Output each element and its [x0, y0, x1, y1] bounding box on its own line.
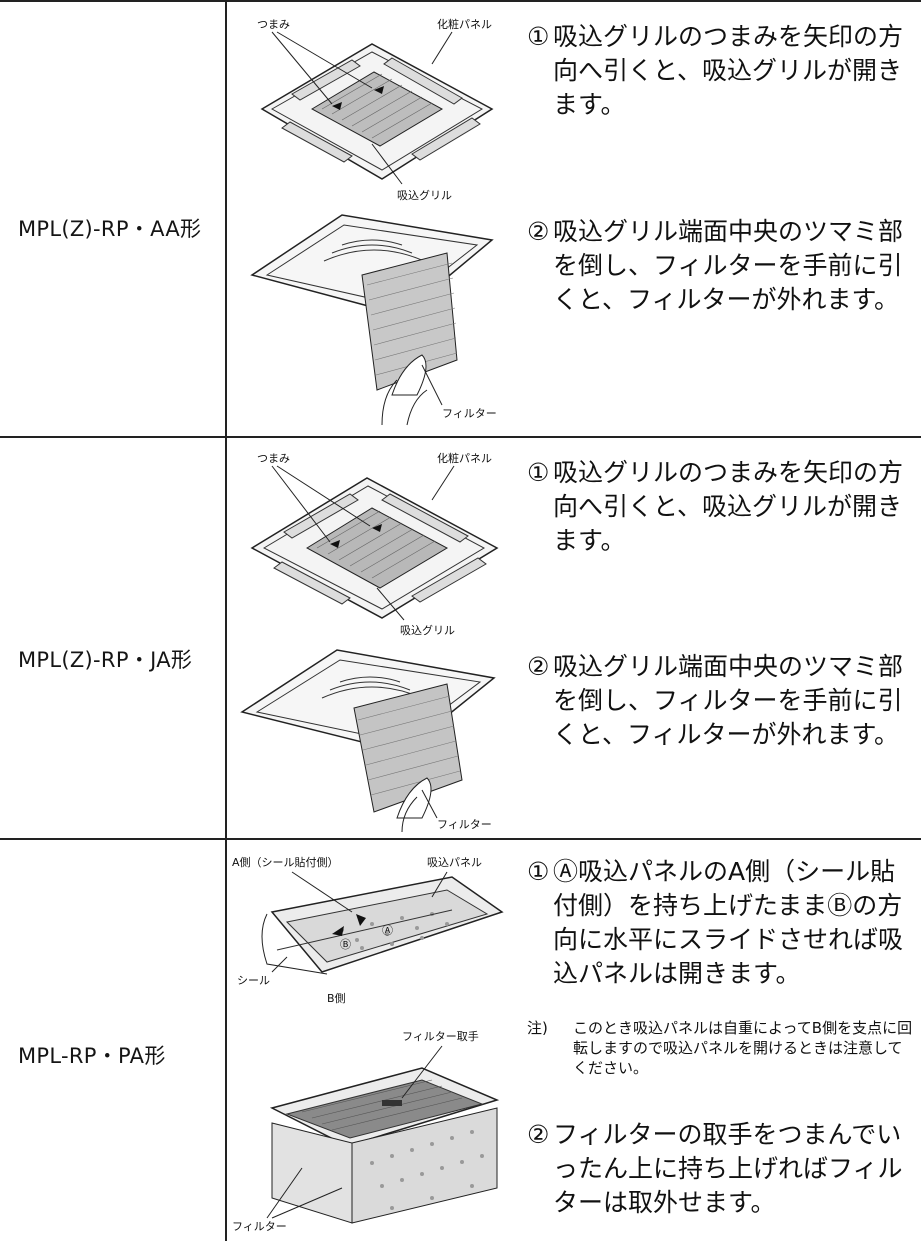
label-suction-grille: 吸込グリル	[397, 188, 452, 202]
model-label-pa: MPL-RP・PA形	[18, 1044, 166, 1068]
step-text: 吸込グリルのつまみを矢印の方向へ引くと、吸込グリルが開きます。	[553, 458, 904, 555]
label-suction-grille: 吸込グリル	[400, 623, 455, 637]
label-side-a: A側（シール貼付側）	[232, 855, 339, 869]
label-seal: シール	[237, 974, 270, 987]
model-label-ja: MPL(Z)-RP・JA形	[18, 648, 193, 672]
row-divider-2	[0, 838, 921, 840]
column-divider	[225, 0, 227, 1241]
label-knob: つまみ	[257, 18, 290, 31]
step-text: 吸込グリル端面中央のツマミ部を倒し、フィルターを手前に引くと、フィルターが外れま…	[553, 217, 904, 314]
step-2-pa: ② フィルターの取手をつまんでいったん上に持ち上げればフィルターは取外せます。	[527, 1118, 917, 1220]
step-1-ja: ① 吸込グリルのつまみを矢印の方向へ引くと、吸込グリルが開きます。	[527, 456, 917, 558]
row-divider-1	[0, 436, 921, 438]
label-filter: フィルター	[232, 1220, 287, 1233]
step-number: ②	[527, 652, 550, 681]
illustration-filter-handle-pa: フィルター取手 フィルター	[232, 1028, 522, 1234]
step-text: フィルターの取手をつまんでいったん上に持ち上げればフィルターは取外せます。	[553, 1120, 903, 1217]
label-side-b: B側	[327, 992, 346, 1005]
mark-a: Ⓐ	[382, 924, 393, 937]
step-1-pa: ① Ⓐ吸込パネルのA側（シール貼付側）を持ち上げたままⒷの方向に水平にスライドさ…	[527, 855, 917, 991]
label-decorative-panel: 化粧パネル	[437, 451, 492, 465]
note-label: 注)	[527, 1019, 548, 1037]
step-number: ②	[527, 1120, 550, 1149]
label-filter: フィルター	[437, 818, 492, 831]
illustration-filter-removal-aa: フィルター	[232, 205, 522, 430]
step-text: Ⓐ吸込パネルのA側（シール貼付側）を持ち上げたままⒷの方向に水平にスライドさせれ…	[553, 857, 904, 988]
illustration-filter-removal-ja: フィルター	[232, 640, 522, 832]
caution-note-pa: 注) このとき吸込パネルは自重によってB側を支点に回転しますので吸込パネルを開け…	[527, 1018, 917, 1078]
label-filter-handle: フィルター取手	[402, 1029, 479, 1043]
label-knob: つまみ	[257, 452, 290, 465]
step-text: 吸込グリル端面中央のツマミ部を倒し、フィルターを手前に引くと、フィルターが外れま…	[553, 652, 904, 749]
step-1-aa: ① 吸込グリルのつまみを矢印の方向へ引くと、吸込グリルが開きます。	[527, 20, 917, 122]
label-decorative-panel: 化粧パネル	[437, 17, 492, 31]
step-2-ja: ② 吸込グリル端面中央のツマミ部を倒し、フィルターを手前に引くと、フィルターが外…	[527, 650, 917, 752]
note-text: このとき吸込パネルは自重によってB側を支点に回転しますので吸込パネルを開けるとき…	[573, 1019, 913, 1077]
step-number: ①	[527, 857, 550, 886]
step-number: ①	[527, 458, 550, 487]
step-number: ②	[527, 217, 550, 246]
label-suction-panel: 吸込パネル	[427, 856, 482, 869]
step-text: 吸込グリルのつまみを矢印の方向へ引くと、吸込グリルが開きます。	[553, 22, 904, 119]
table-border-top	[0, 0, 921, 2]
step-number: ①	[527, 22, 550, 51]
illustration-grille-open-aa: つまみ 化粧パネル 吸込グリル	[232, 14, 522, 204]
model-label-aa: MPL(Z)-RP・AA形	[18, 217, 202, 241]
step-2-aa: ② 吸込グリル端面中央のツマミ部を倒し、フィルターを手前に引くと、フィルターが外…	[527, 215, 917, 317]
label-filter: フィルター	[442, 407, 497, 420]
illustration-grille-open-ja: つまみ 化粧パネル 吸込グリル	[232, 448, 522, 640]
illustration-panel-slide-pa: Ⓑ Ⓐ A側（シール貼付側） 吸込パネル シール B側	[232, 852, 522, 1022]
mark-b: Ⓑ	[340, 938, 351, 951]
